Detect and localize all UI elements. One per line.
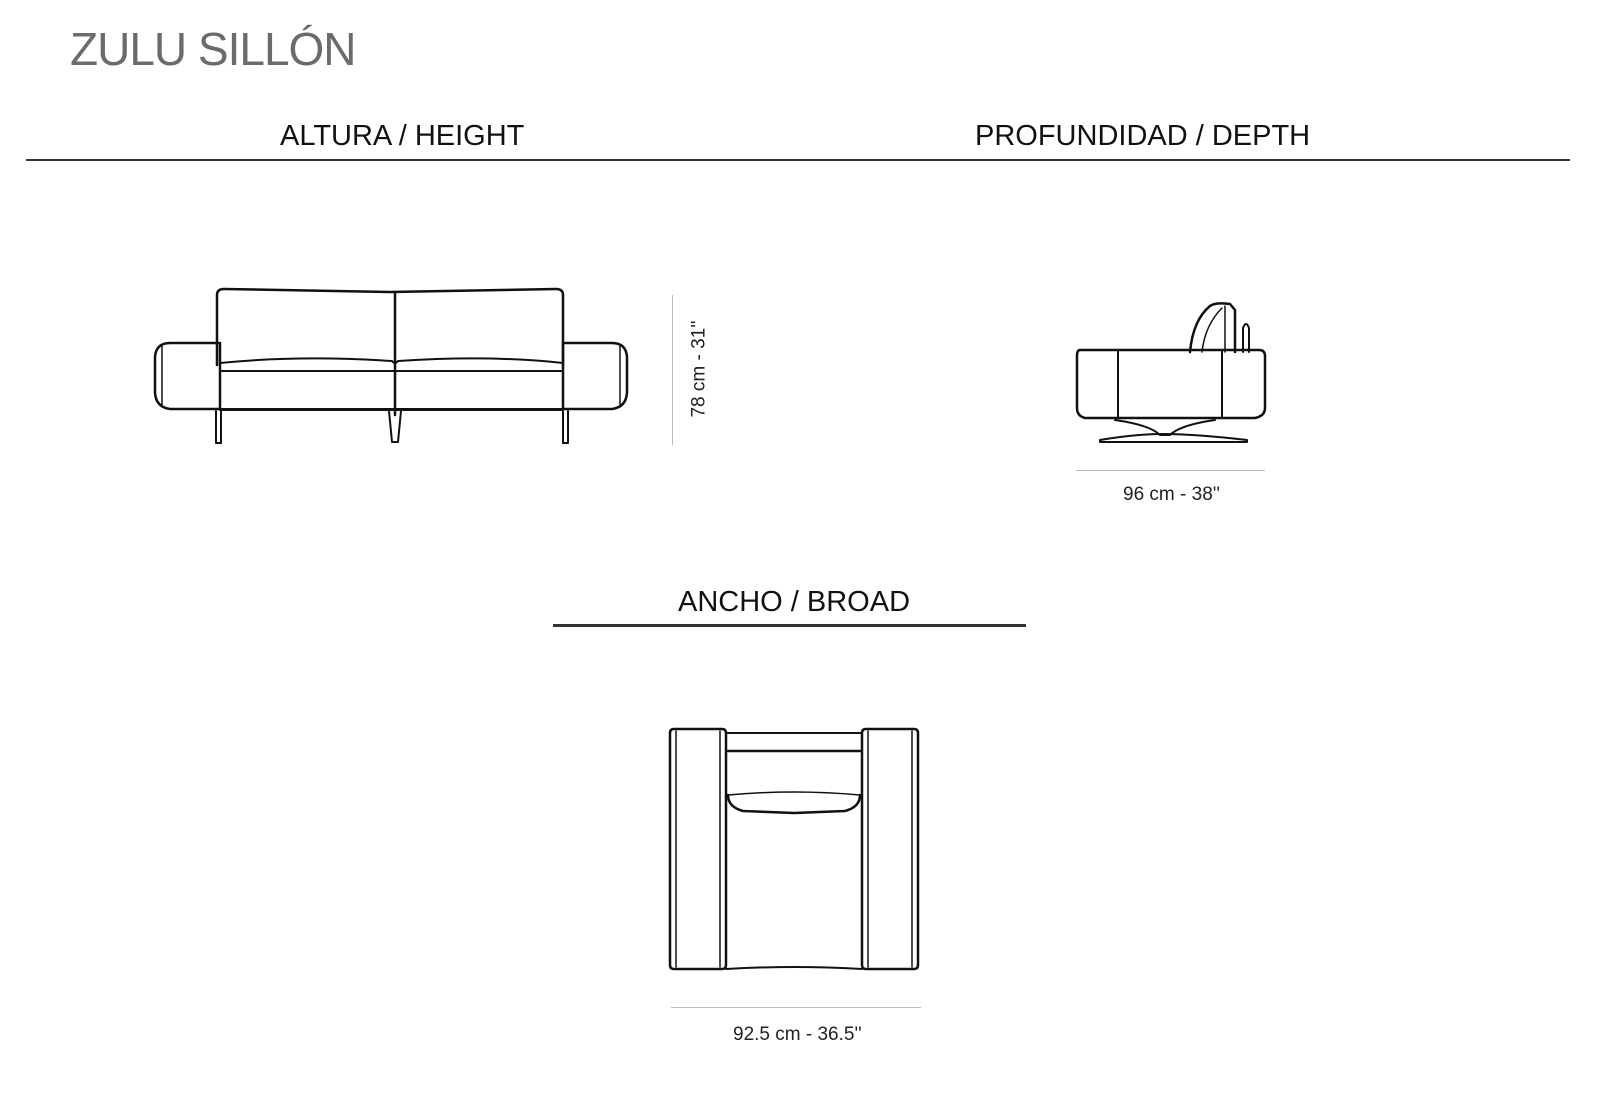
- height-dimension-line: [672, 295, 673, 445]
- product-title: ZULU SILLÓN: [70, 23, 357, 75]
- depth-heading: PROFUNDIDAD / DEPTH: [975, 120, 1311, 152]
- top-view-drawing: [668, 727, 920, 971]
- front-view-drawing: [153, 287, 629, 444]
- depth-dimension-line: [1076, 470, 1265, 471]
- top-divider: [26, 159, 1570, 161]
- height-heading: ALTURA / HEIGHT: [280, 120, 525, 152]
- side-view-drawing: [1075, 302, 1267, 443]
- broad-dimension-line: [671, 1007, 921, 1008]
- broad-heading: ANCHO / BROAD: [678, 586, 911, 618]
- broad-divider: [553, 624, 1026, 627]
- depth-dimension-label: 96 cm - 38'': [1123, 484, 1221, 505]
- broad-dimension-label: 92.5 cm - 36.5'': [733, 1024, 862, 1045]
- height-dimension-label: 78 cm - 31'': [688, 320, 710, 418]
